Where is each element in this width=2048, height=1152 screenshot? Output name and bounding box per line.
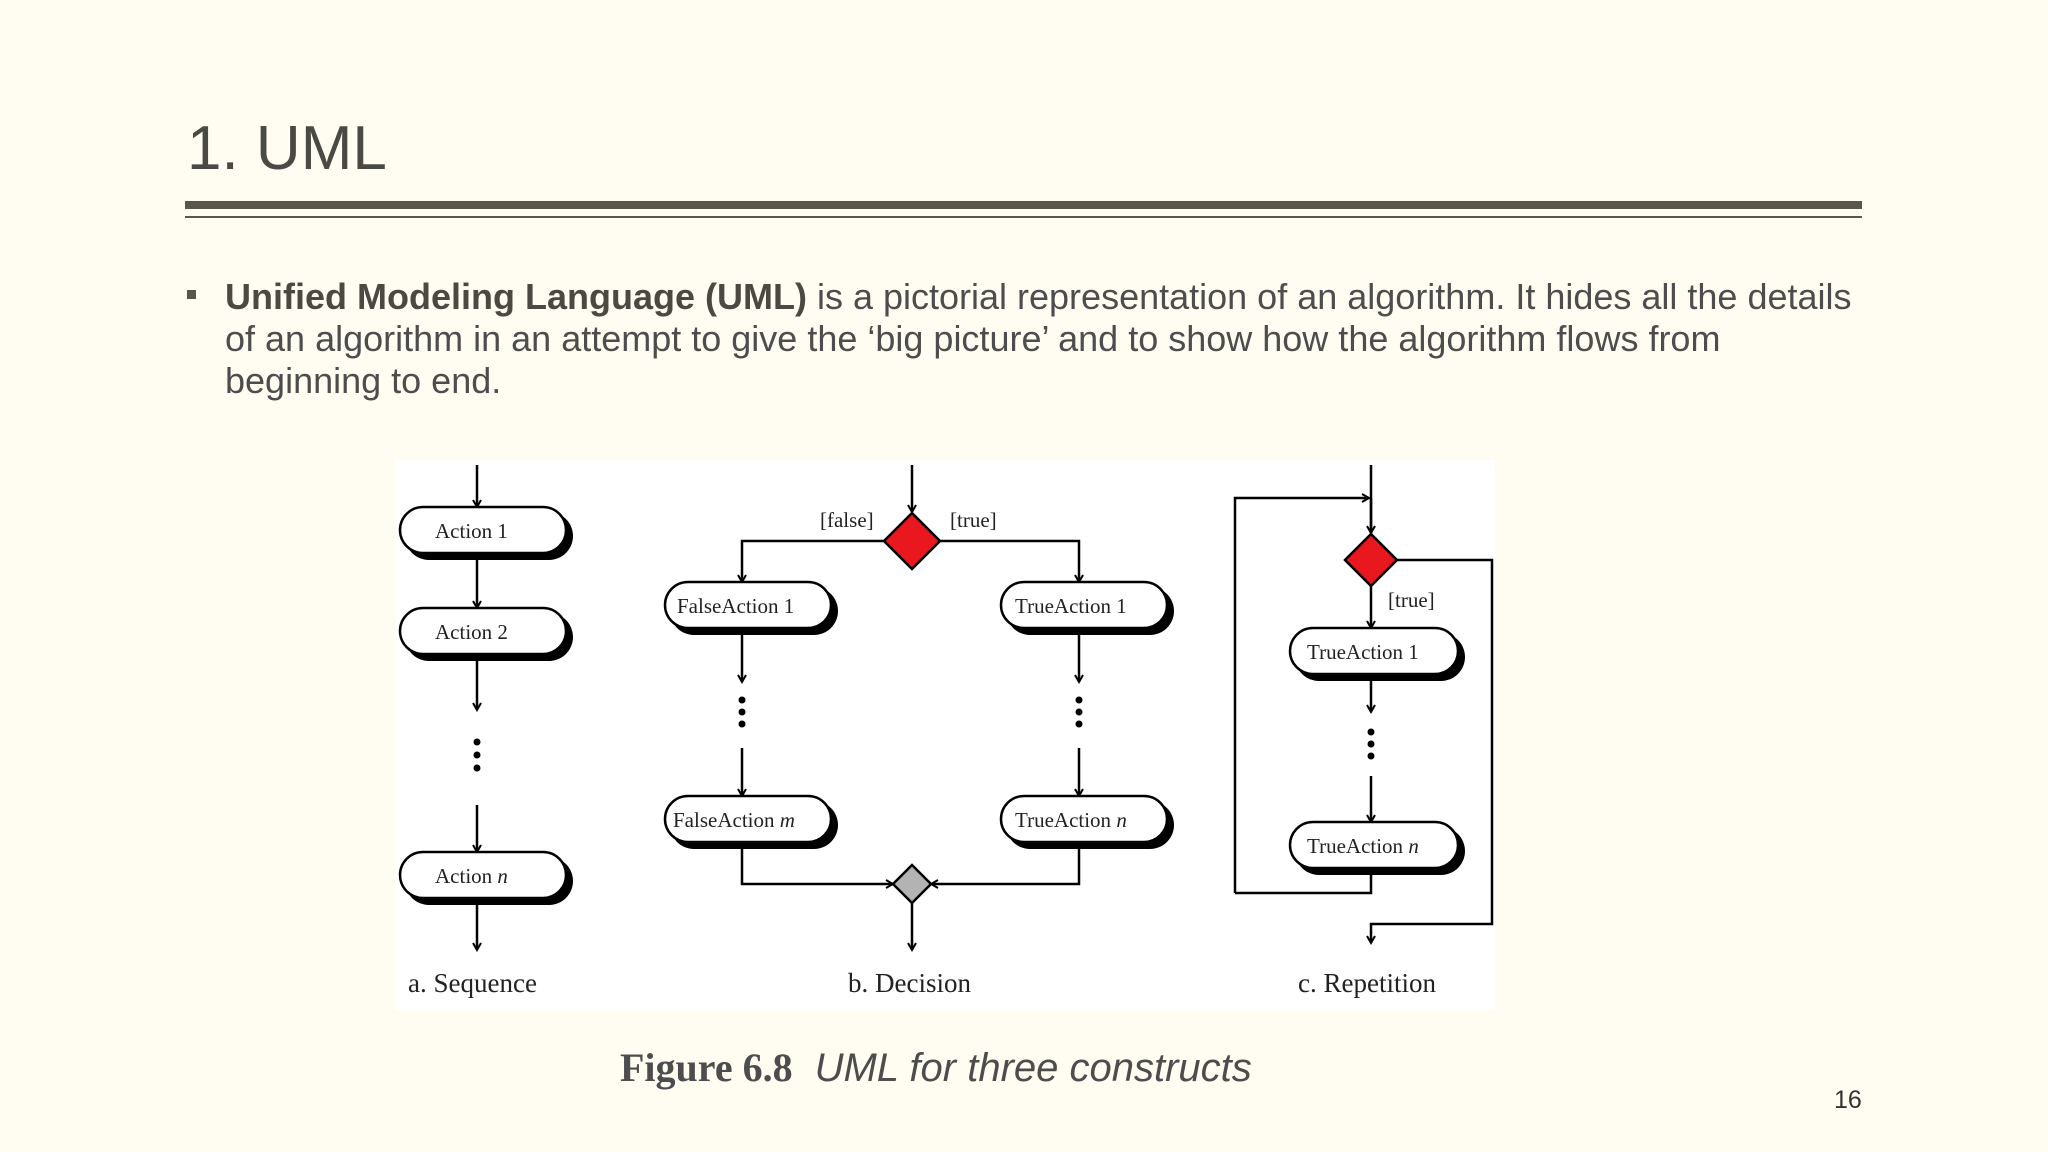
loop-true-action-1-label: TrueAction 1 — [1307, 640, 1419, 664]
action-n-node — [398, 850, 573, 905]
false-action-1-node — [663, 580, 838, 635]
loop-diamond — [1343, 532, 1399, 588]
action-n-label: Action n — [435, 864, 508, 888]
true-branch-arrow — [940, 539, 1079, 582]
true-ellipsis — [1075, 696, 1083, 728]
bullet-body: is a pictorial representation of an algo… — [225, 276, 1852, 401]
action-1-node — [398, 505, 573, 560]
true-action-1-label: TrueAction 1 — [1015, 594, 1127, 618]
title-rule-thick — [185, 201, 1862, 209]
false-guard-label: [false] — [820, 508, 874, 532]
sequence-diagram — [398, 465, 573, 950]
figure-caption-number: Figure 6.8 — [620, 1045, 793, 1090]
true-action-1-node — [999, 580, 1174, 635]
sequence-ellipsis — [473, 738, 481, 772]
title-rule-thin — [185, 216, 1862, 218]
true-action-n-node — [999, 794, 1174, 849]
decision-caption: b. Decision — [848, 968, 971, 998]
sequence-caption: a. Sequence — [408, 968, 537, 998]
bullet-item: Unified Modeling Language (UML) is a pic… — [187, 276, 1867, 402]
false-ellipsis — [738, 696, 746, 728]
square-bullet-icon — [187, 290, 196, 299]
decision-diagram — [663, 465, 1174, 950]
repetition-caption: c. Repetition — [1298, 968, 1436, 998]
loop-exit-arrow — [1371, 558, 1494, 943]
bullet-term: Unified Modeling Language (UML) — [225, 276, 807, 317]
false-merge-arrow — [740, 842, 893, 884]
true-merge-arrow — [931, 842, 1081, 884]
action-2-node — [398, 606, 573, 661]
action-2-label: Action 2 — [435, 620, 508, 644]
false-branch-arrow — [742, 539, 884, 582]
page-number: 16 — [1834, 1086, 1862, 1114]
repetition-diagram — [1233, 465, 1494, 943]
uml-diagram-svg: Action 1 Action 2 Action n [false] [true… — [398, 465, 1494, 998]
slide-title: 1. UML — [187, 114, 387, 183]
loop-true-action-n-label: TrueAction n — [1307, 834, 1419, 858]
false-action-m-label: FalseAction m — [673, 808, 795, 832]
true-guard-label: [true] — [950, 508, 997, 532]
bullet-text: Unified Modeling Language (UML) is a pic… — [225, 276, 1867, 402]
false-action-1-label: FalseAction 1 — [677, 594, 794, 618]
loop-true-action-n-node — [1288, 820, 1465, 875]
decision-diamond — [882, 511, 942, 571]
action-1-label: Action 1 — [435, 519, 508, 543]
false-action-m-node — [663, 794, 838, 849]
true-action-n-label: TrueAction n — [1015, 808, 1127, 832]
loop-true-action-1-node — [1288, 626, 1465, 681]
loop-ellipsis — [1367, 728, 1375, 760]
loop-return-line — [1235, 868, 1373, 895]
loop-true-guard-label: [true] — [1388, 588, 1435, 612]
figure-caption-text: UML for three constructs — [814, 1046, 1252, 1090]
uml-figure: Action 1 Action 2 Action n [false] [true… — [395, 460, 1495, 1010]
merge-diamond — [891, 863, 933, 905]
loop-back-arrow — [1233, 498, 1369, 893]
figure-caption: Figure 6.8 UML for three constructs — [620, 1044, 1252, 1091]
